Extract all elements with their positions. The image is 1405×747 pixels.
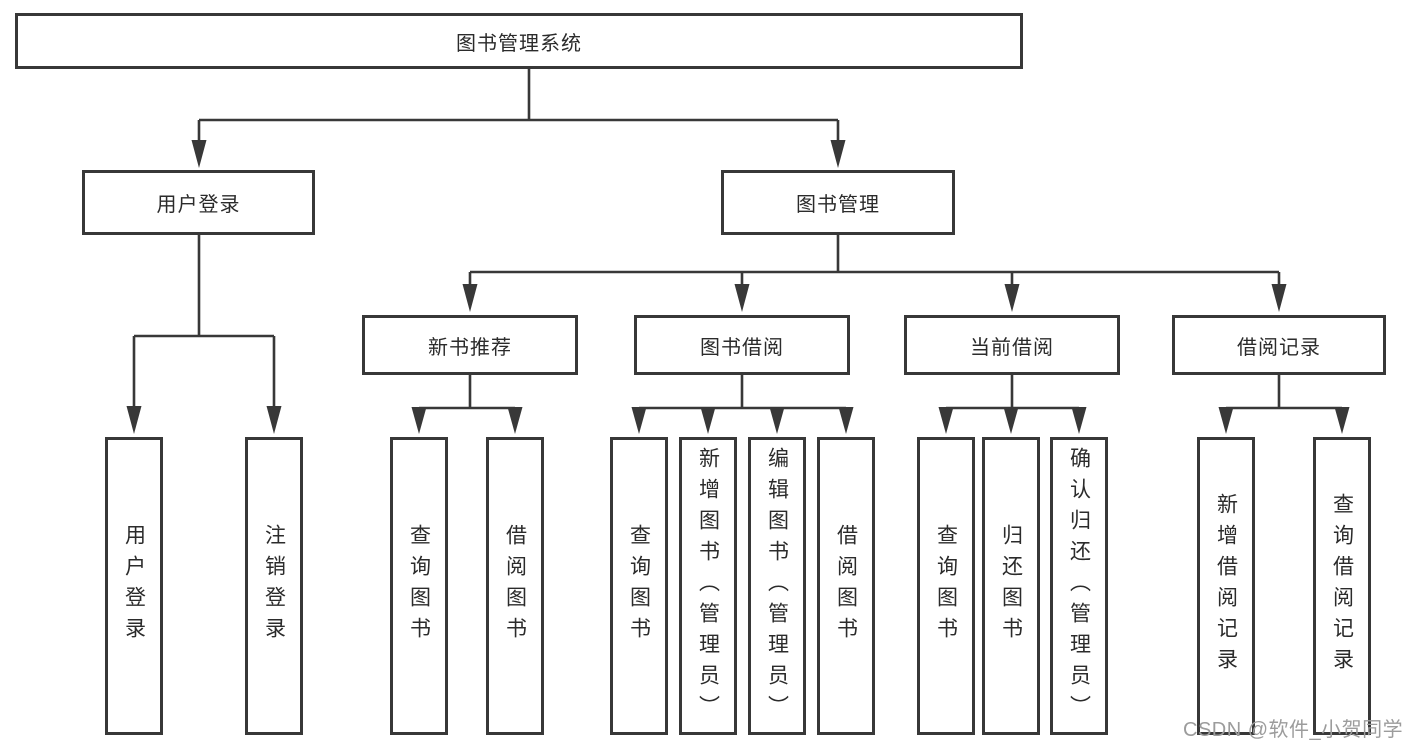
leaf-return-books-label: 归还图书 bbox=[999, 524, 1023, 648]
node-new-book-recommend-label: 新书推荐 bbox=[428, 336, 512, 359]
leaf-user-login: 用户登录 bbox=[105, 437, 163, 735]
leaf-confirm-return-admin: 确认归还（管理员） bbox=[1050, 437, 1108, 735]
node-borrowing-records-label: 借阅记录 bbox=[1237, 336, 1321, 359]
node-root-label: 图书管理系统 bbox=[456, 32, 582, 55]
node-borrowing-records: 借阅记录 bbox=[1172, 315, 1386, 375]
node-user-login: 用户登录 bbox=[82, 170, 315, 235]
node-current-borrowing-label: 当前借阅 bbox=[970, 336, 1054, 359]
leaf-current-query-books: 查询图书 bbox=[917, 437, 975, 735]
leaf-recommend-borrow-books-label: 借阅图书 bbox=[503, 524, 527, 648]
leaf-confirm-return-admin-label: 确认归还（管理员） bbox=[1067, 446, 1091, 726]
csdn-watermark: CSDN @软件_小贺同学 bbox=[1183, 719, 1404, 741]
node-current-borrowing: 当前借阅 bbox=[904, 315, 1120, 375]
leaf-return-books: 归还图书 bbox=[982, 437, 1040, 735]
leaf-borrowing-query-books-label: 查询图书 bbox=[627, 524, 651, 648]
leaf-add-books-admin-label: 新增图书（管理员） bbox=[696, 446, 720, 726]
leaf-add-borrow-record-label: 新增借阅记录 bbox=[1214, 493, 1238, 679]
leaf-add-borrow-record: 新增借阅记录 bbox=[1197, 437, 1255, 735]
leaf-borrowing-query-books: 查询图书 bbox=[610, 437, 668, 735]
arrowheads bbox=[126, 140, 1350, 434]
leaf-query-borrow-record-label: 查询借阅记录 bbox=[1330, 493, 1354, 679]
leaf-recommend-borrow-books: 借阅图书 bbox=[486, 437, 544, 735]
node-new-book-recommend: 新书推荐 bbox=[362, 315, 578, 375]
leaf-add-books-admin: 新增图书（管理员） bbox=[679, 437, 737, 735]
leaf-logout-label: 注销登录 bbox=[262, 524, 286, 648]
leaf-current-query-books-label: 查询图书 bbox=[934, 524, 958, 648]
leaf-recommend-query-books: 查询图书 bbox=[390, 437, 448, 735]
leaf-borrow-books: 借阅图书 bbox=[817, 437, 875, 735]
leaf-recommend-query-books-label: 查询图书 bbox=[407, 524, 431, 648]
leaf-borrow-books-label: 借阅图书 bbox=[834, 524, 858, 648]
node-book-management-label: 图书管理 bbox=[796, 194, 880, 216]
node-book-borrowing: 图书借阅 bbox=[634, 315, 850, 375]
node-book-borrowing-label: 图书借阅 bbox=[700, 336, 784, 359]
leaf-logout: 注销登录 bbox=[245, 437, 303, 735]
leaf-edit-books-admin-label: 编辑图书（管理员） bbox=[765, 446, 789, 726]
node-user-login-label: 用户登录 bbox=[156, 194, 241, 216]
leaf-query-borrow-record: 查询借阅记录 bbox=[1313, 437, 1371, 735]
leaf-user-login-label: 用户登录 bbox=[122, 524, 146, 648]
leaf-edit-books-admin: 编辑图书（管理员） bbox=[748, 437, 806, 735]
node-root: 图书管理系统 bbox=[15, 13, 1023, 69]
node-book-management: 图书管理 bbox=[721, 170, 955, 235]
